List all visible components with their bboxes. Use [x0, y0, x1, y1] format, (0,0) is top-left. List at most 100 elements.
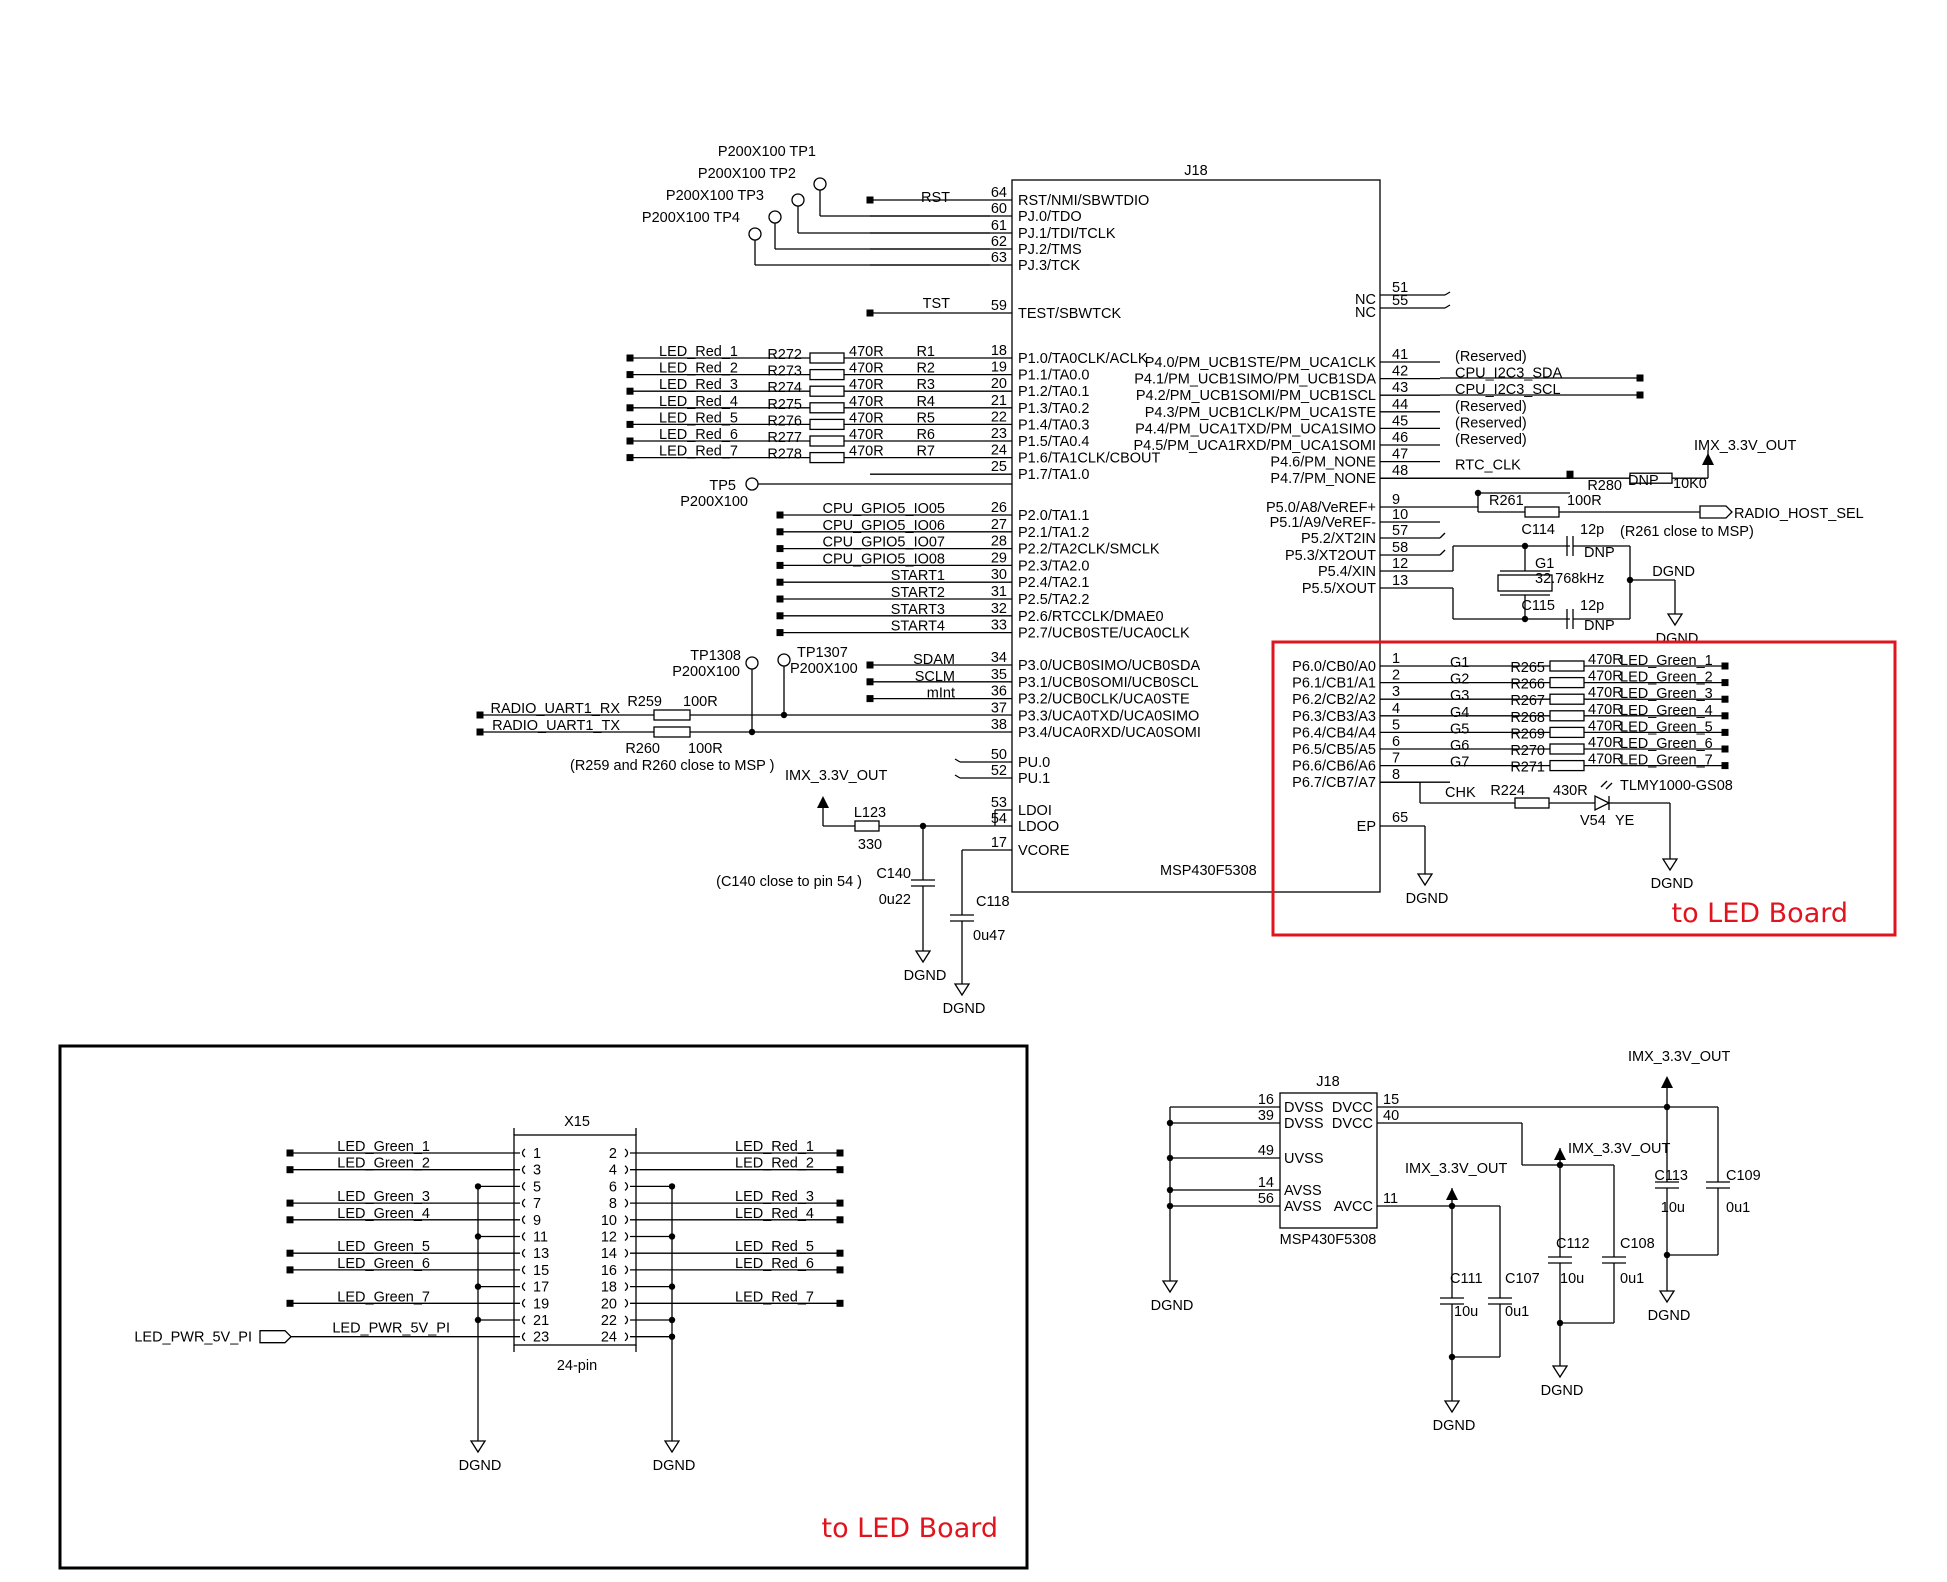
connector-pin-number: 23 [533, 1330, 549, 1346]
ground-label: DGND [1541, 1383, 1584, 1399]
connector-pin-number: 11 [533, 1230, 548, 1246]
net-port-square [776, 511, 784, 519]
led-ref: V54 [1580, 813, 1606, 829]
resistor-icon [809, 451, 845, 464]
net-label-connector: LED_Red_3 [735, 1189, 814, 1205]
net-label-led-red: LED_Red_2 [659, 361, 738, 377]
led-diode-icon [1594, 794, 1611, 812]
pin-name: P3.0/UCB0SIMO/UCB0SDA [1018, 658, 1200, 674]
led-ray [1605, 782, 1613, 790]
net-label-p2: CPU_GPIO5_IO05 [823, 501, 946, 517]
connector-pin-number: 21 [533, 1313, 549, 1329]
cap-ref: C115 [1521, 598, 1555, 614]
net-label-connector: LED_Red_1 [735, 1139, 814, 1155]
junction-dot [1521, 542, 1529, 550]
pin-name: RST/NMI/SBWTDIO [1018, 193, 1149, 209]
connector-pin-number: 22 [601, 1313, 617, 1329]
resistor-value: 470R [1588, 735, 1623, 751]
resistor-icon [1549, 743, 1585, 755]
net-label-led-green-p: G1 [1450, 655, 1469, 671]
connector-pin-number: 18 [601, 1280, 617, 1296]
resistor-value: 470R [849, 361, 884, 377]
connector-pin-number: 24 [601, 1330, 617, 1346]
resistor-ref: R274 [767, 380, 802, 396]
connector-pin-number: 14 [601, 1246, 617, 1262]
net-label-led-red: LED_Red_6 [659, 427, 738, 443]
resistor-value: 470R [1588, 685, 1623, 701]
net-label-led-red: LED_Red_3 [659, 377, 738, 393]
resistor-value: 10K0 [1673, 476, 1707, 492]
ic-ref: J18 [1184, 163, 1207, 179]
connector-pin-number: 20 [601, 1296, 617, 1312]
net-port-square [866, 309, 874, 317]
power-arrow-icon [1554, 1148, 1566, 1160]
callout-box-upper [1271, 640, 1897, 937]
net-label-led-pwr-port: LED_PWR_5V_PI [134, 1330, 252, 1346]
ground-icon [1658, 1290, 1676, 1304]
resistor-ref: R268 [1510, 710, 1545, 726]
pin-name: P2.1/TA1.2 [1018, 525, 1089, 541]
resistor-ref: R266 [1510, 677, 1545, 693]
net-port-square [1636, 374, 1644, 382]
connector-pin-number: 2 [609, 1146, 617, 1162]
pin-number: 30 [991, 567, 1007, 583]
net-port-square [1721, 712, 1729, 720]
pin-name: AVCC [1334, 1199, 1373, 1215]
net-label-led-red-p: R1 [916, 344, 935, 360]
pin-number: 53 [991, 795, 1007, 811]
net-label-p4: (Reserved) [1455, 399, 1527, 415]
pin-number: 65 [1392, 810, 1408, 826]
net-port-square [836, 1266, 844, 1274]
connector-pin-number: 19 [533, 1296, 549, 1312]
resistor-icon [653, 726, 691, 738]
pin-number: 11 [1383, 1191, 1398, 1207]
connector-pin-mark [521, 1298, 526, 1308]
net-label-connector: LED_Green_1 [337, 1139, 430, 1155]
net-label-connector: LED_Green_6 [337, 1256, 430, 1272]
pin-number: 8 [1392, 767, 1400, 783]
pin-name: DVSS [1284, 1116, 1324, 1132]
pin-number: 2 [1392, 668, 1400, 684]
pin-name: P6.4/CB4/A4 [1292, 725, 1376, 741]
pin-name: P5.3/XT2OUT [1285, 548, 1376, 564]
net-label-led-red: LED_Red_1 [659, 344, 738, 360]
net-label-p3: SDAM [913, 652, 955, 668]
ground-label: DGND [1433, 1418, 1476, 1434]
pin-name: AVSS [1284, 1183, 1322, 1199]
pin-number: 21 [991, 393, 1007, 409]
pin-name: P4.6/PM_NONE [1270, 455, 1376, 471]
pin-name: P4.1/PM_UCB1SIMO/PM_UCB1SDA [1134, 372, 1376, 388]
pin-name: P2.7/UCB0STE/UCA0CLK [1018, 626, 1190, 642]
pin-number: 18 [991, 343, 1007, 359]
net-label-connector: LED_Red_2 [735, 1156, 814, 1172]
net-port-square [836, 1166, 844, 1174]
resistor-icon [1549, 693, 1585, 705]
net-label-p4: (Reserved) [1455, 415, 1527, 431]
pin-number: 48 [1392, 463, 1408, 479]
nc-tick [1439, 532, 1446, 539]
cap-value: 0u1 [1726, 1200, 1750, 1216]
net-port-square [776, 629, 784, 637]
net-label-led-red-p: R4 [916, 394, 935, 410]
cap-ref: C112 [1556, 1236, 1590, 1252]
pin-name: P4.5/PM_UCA1RXD/PM_UCA1SOMI [1133, 438, 1376, 454]
net-port-square [1721, 679, 1729, 687]
dnp-label: DNP [1584, 545, 1615, 561]
pin-name: P3.2/UCB0CLK/UCA0STE [1018, 692, 1190, 708]
test-point-circle [745, 477, 759, 491]
pin-number: 39 [1258, 1108, 1274, 1124]
pin-number: 15 [1383, 1092, 1399, 1108]
net-label-connector: LED_PWR_5V_PI [332, 1321, 450, 1337]
pin-number: 9 [1392, 492, 1400, 508]
cap-ref: C113 [1654, 1168, 1688, 1184]
junction-dot [780, 711, 788, 719]
resistor-icon [1524, 506, 1560, 518]
net-port-square [836, 1216, 844, 1224]
ground-label: DGND [1651, 876, 1694, 892]
resistor-value: 470R [849, 427, 884, 443]
net-label-p2: START3 [891, 602, 945, 618]
pin-number: 64 [991, 185, 1007, 201]
pin-name: NC [1355, 305, 1376, 321]
pin-name: LDOI [1018, 803, 1052, 819]
